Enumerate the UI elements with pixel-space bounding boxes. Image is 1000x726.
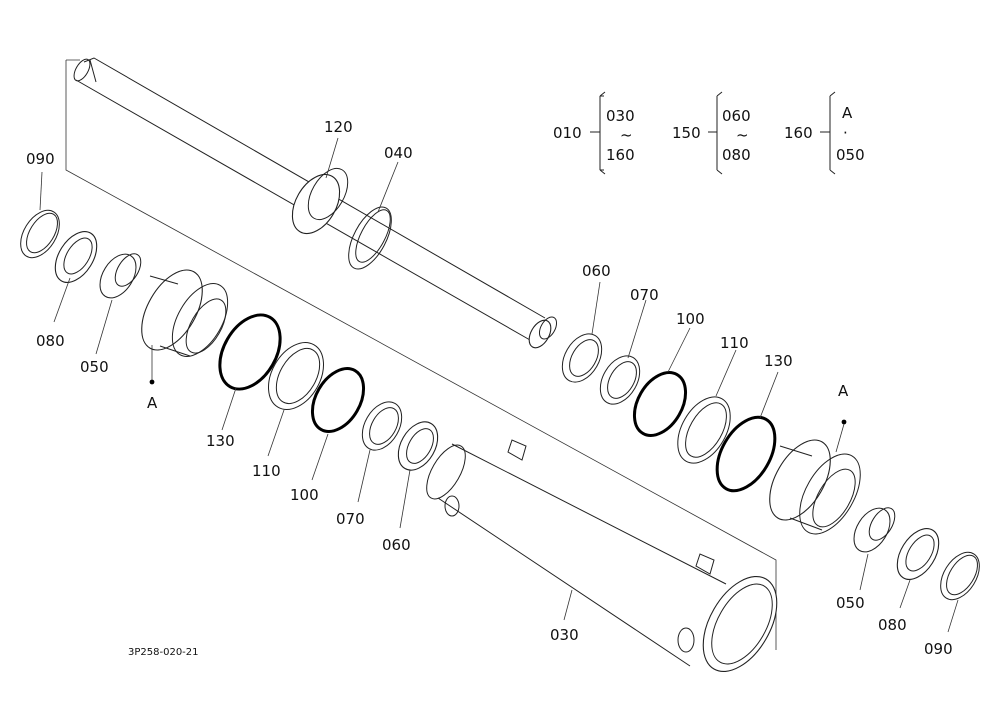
label-070-right: 070 bbox=[630, 286, 659, 304]
label-050-left: 050 bbox=[80, 358, 109, 376]
label-040: 040 bbox=[384, 144, 413, 162]
backup-110-right bbox=[677, 396, 731, 464]
legend-to-160: 160 bbox=[606, 146, 635, 164]
label-080-left: 080 bbox=[36, 332, 65, 350]
seal-070-right bbox=[599, 355, 641, 405]
seal-040 bbox=[348, 206, 392, 270]
legend-tilde-2: ~ bbox=[736, 126, 749, 144]
legend-to-050: 050 bbox=[836, 146, 865, 164]
label-080-right: 080 bbox=[878, 616, 907, 634]
gland-right bbox=[769, 439, 861, 535]
label-110-right: 110 bbox=[720, 334, 749, 352]
seal-060-right bbox=[561, 333, 603, 383]
legend-group-150: 150 060 ~ 080 bbox=[672, 91, 751, 175]
bushing-050-right bbox=[853, 507, 891, 553]
o-ring-130-left bbox=[218, 313, 282, 391]
seal-060-left bbox=[397, 421, 439, 471]
legend-parent-010: 010 bbox=[553, 124, 582, 142]
drawing-code: 3P258-020-21 bbox=[128, 647, 199, 658]
legend-parent-160: 160 bbox=[784, 124, 813, 142]
legend-parent-150: 150 bbox=[672, 124, 701, 142]
label-120: 120 bbox=[324, 118, 353, 136]
cylinder-tube bbox=[426, 439, 778, 673]
legend-group-160: 160 A · 050 bbox=[784, 91, 865, 175]
bushing-050-left bbox=[99, 253, 137, 299]
o-ring-130-right bbox=[715, 415, 777, 493]
label-090-left: 090 bbox=[26, 150, 55, 168]
snap-ring-090-right bbox=[940, 551, 980, 601]
wiper-080-right bbox=[896, 528, 940, 580]
snap-ring-090-left bbox=[20, 209, 60, 259]
label-A-left: A bbox=[147, 394, 158, 412]
legend-from-030: 030 bbox=[606, 107, 635, 125]
label-A-right: A bbox=[838, 382, 849, 400]
o-ring-100-right bbox=[632, 371, 688, 437]
legend-group-010: 010 030 ~ 160 bbox=[553, 91, 635, 175]
label-050-right: 050 bbox=[836, 594, 865, 612]
legend-tilde-1: ~ bbox=[620, 126, 633, 144]
leader-lines bbox=[39, 137, 959, 633]
o-ring-100-left bbox=[310, 367, 366, 433]
label-100-right: 100 bbox=[676, 310, 705, 328]
wiper-080-left bbox=[54, 231, 98, 283]
legend-to-080: 080 bbox=[722, 146, 751, 164]
legend-dot: · bbox=[843, 124, 848, 142]
backup-110-left bbox=[268, 342, 324, 410]
label-070-left: 070 bbox=[336, 510, 365, 528]
label-130-right: 130 bbox=[764, 352, 793, 370]
piston-rod bbox=[73, 57, 558, 349]
label-130-left: 130 bbox=[206, 432, 235, 450]
label-090-right: 090 bbox=[924, 640, 953, 658]
label-030: 030 bbox=[550, 626, 579, 644]
legend-from-060: 060 bbox=[722, 107, 751, 125]
label-060-right: 060 bbox=[582, 262, 611, 280]
assembly-outline bbox=[65, 59, 777, 650]
label-100-left: 100 bbox=[290, 486, 319, 504]
seal-070-left bbox=[361, 401, 403, 451]
label-060-left: 060 bbox=[382, 536, 411, 554]
gland-left bbox=[141, 269, 229, 357]
legend-from-A: A bbox=[842, 104, 853, 122]
label-110-left: 110 bbox=[252, 462, 281, 480]
